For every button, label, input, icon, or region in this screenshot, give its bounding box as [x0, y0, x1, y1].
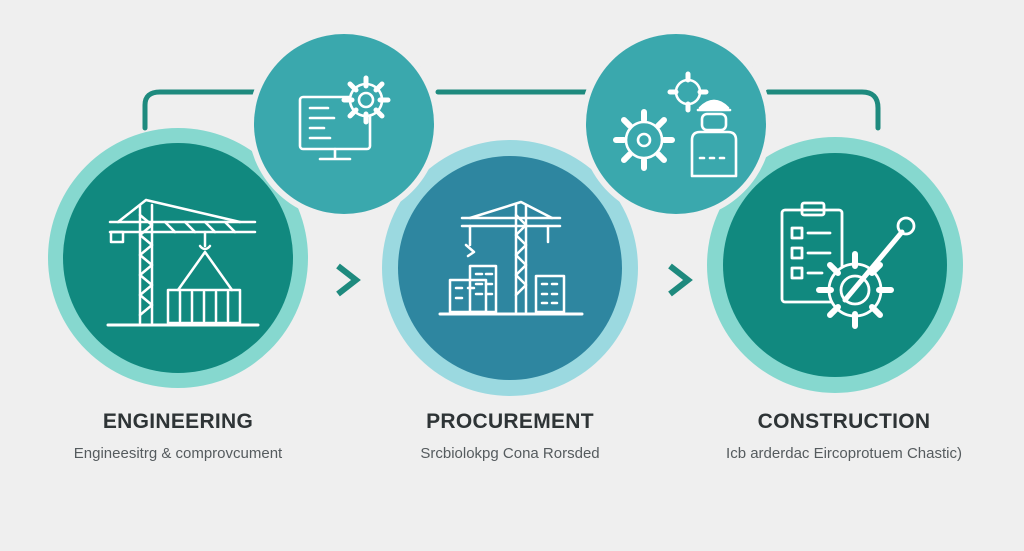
clipboard-gear-wrench-icon	[780, 201, 916, 329]
connector-bracket	[142, 89, 881, 131]
procurement-title: PROCUREMENT	[426, 410, 594, 433]
procurement-description: Srcbiolokpg Cona Rorsded	[420, 445, 600, 462]
procurement-circle	[382, 140, 638, 396]
chevron-right-icon	[336, 263, 361, 297]
construction-circle	[707, 137, 963, 393]
construction-title: CONSTRUCTION	[757, 410, 931, 433]
monitor-gear-icon	[298, 75, 391, 161]
crane-buildings-icon	[438, 200, 584, 316]
gears-worker-icon	[613, 71, 738, 178]
chevron-right-icon	[668, 263, 693, 297]
engineering-circle	[48, 128, 308, 388]
monitor-gear-circle	[248, 28, 440, 220]
tower-crane-container-icon	[106, 198, 260, 327]
engineering-description: Engineesitrg & comprovcument	[73, 445, 283, 462]
engineering-title: ENGINEERING	[102, 410, 254, 433]
gears-worker-circle	[580, 28, 772, 220]
construction-description: Icb arderdac Eircoprotuem Chastic)	[726, 445, 962, 462]
